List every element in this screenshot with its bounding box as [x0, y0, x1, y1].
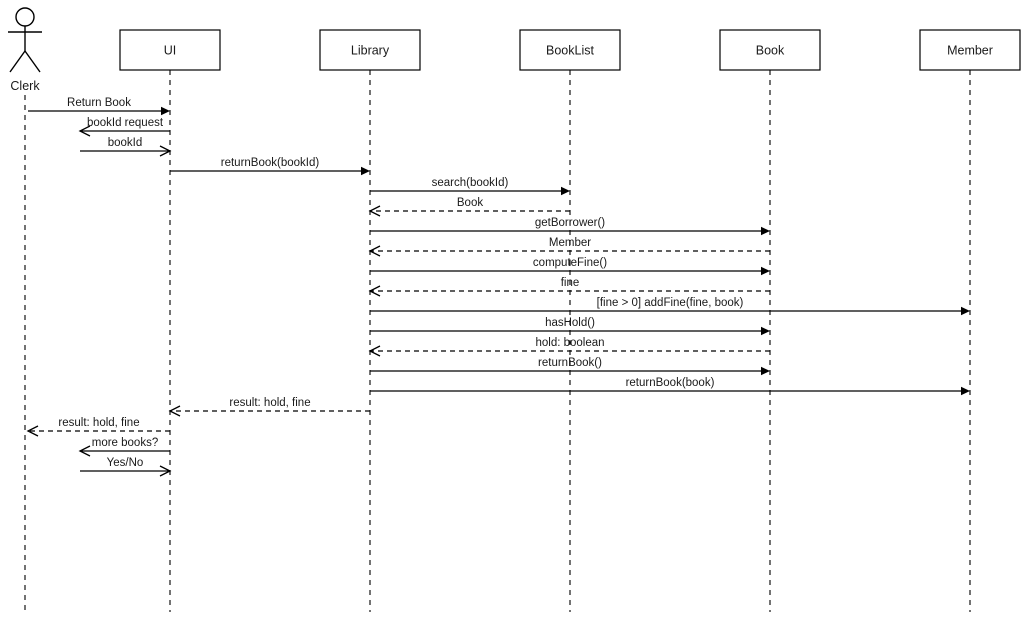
lifeline-library[interactable]: Library	[319, 29, 421, 612]
lifeline-booklist-label: BookList	[546, 43, 594, 57]
message-label-15: returnBook(book)	[626, 377, 715, 389]
message-label-12: hasHold()	[545, 317, 595, 329]
message-label-7: getBorrower()	[535, 217, 605, 229]
arrowhead-open-2	[78, 125, 91, 137]
message-label-4: returnBook(bookId)	[221, 157, 320, 169]
message-label-19: Yes/No	[107, 457, 144, 469]
message-11[interactable]: [fine > 0] addFine(fine, book)	[370, 297, 970, 316]
message-6[interactable]: Book	[368, 197, 570, 217]
message-label-16: result: hold, fine	[229, 397, 310, 409]
message-5[interactable]: search(bookId)	[370, 177, 570, 196]
lifeline-member[interactable]: Member	[919, 29, 1021, 612]
message-14[interactable]: returnBook()	[370, 357, 770, 376]
lifeline-ui-label: UI	[164, 43, 177, 57]
message-13[interactable]: hold: boolean	[368, 337, 770, 357]
arrowhead-filled-7	[761, 226, 770, 236]
message-19[interactable]: Yes/No	[80, 457, 172, 477]
arrowhead-filled-1	[161, 106, 170, 116]
message-label-11: [fine > 0] addFine(fine, book)	[597, 297, 744, 309]
message-2[interactable]: bookId request	[78, 117, 170, 137]
lifeline-booklist[interactable]: BookList	[519, 29, 621, 612]
arrowhead-filled-11	[961, 306, 970, 316]
message-1[interactable]: Return Book	[28, 97, 170, 116]
message-label-18: more books?	[92, 437, 158, 449]
message-9[interactable]: computeFine()	[370, 257, 770, 276]
lifeline-book-label: Book	[756, 43, 785, 57]
message-17[interactable]: result: hold, fine	[26, 417, 170, 437]
arrowhead-filled-12	[761, 326, 770, 336]
message-label-13: hold: boolean	[535, 337, 604, 349]
message-3[interactable]: bookId	[80, 137, 172, 157]
arrowhead-open-16	[168, 405, 181, 417]
message-7[interactable]: getBorrower()	[370, 217, 770, 236]
lifeline-ui-box[interactable]	[119, 29, 221, 71]
message-label-1: Return Book	[67, 97, 131, 109]
arrowhead-filled-4	[361, 166, 370, 176]
arrowhead-filled-5	[561, 186, 570, 196]
arrowhead-open-13	[368, 345, 381, 357]
arrowhead-open-17	[26, 425, 39, 437]
lifeline-booklist-box[interactable]	[519, 29, 621, 71]
actor-clerk-label: Clerk	[10, 79, 40, 93]
arrowhead-open-6	[368, 205, 381, 217]
arrowhead-filled-14	[761, 366, 770, 376]
lifeline-member-label: Member	[947, 43, 993, 57]
message-label-8: Member	[549, 237, 591, 249]
message-label-6: Book	[457, 197, 483, 209]
lifeline-book-box[interactable]	[719, 29, 821, 71]
arrowhead-filled-9	[761, 266, 770, 276]
message-label-14: returnBook()	[538, 357, 602, 369]
arrowhead-filled-15	[961, 386, 970, 396]
message-12[interactable]: hasHold()	[370, 317, 770, 336]
arrowhead-open-18	[78, 445, 91, 457]
actor-right-leg-line	[24, 50, 41, 73]
actor-left-leg-line	[9, 50, 26, 73]
arrowhead-open-19	[159, 465, 172, 477]
message-10[interactable]: fine	[368, 277, 770, 297]
message-label-3: bookId	[108, 137, 143, 149]
message-label-17: result: hold, fine	[58, 417, 139, 429]
lifeline-member-box[interactable]	[919, 29, 1021, 71]
lifeline-library-label: Library	[351, 43, 390, 57]
message-16[interactable]: result: hold, fine	[168, 397, 370, 417]
message-15[interactable]: returnBook(book)	[370, 377, 970, 396]
lifeline-ui[interactable]: UI	[119, 29, 221, 612]
message-label-2: bookId request	[87, 117, 164, 129]
message-label-9: computeFine()	[533, 257, 607, 269]
messages-layer: Return Book bookId request bookId returnBoo…	[26, 97, 970, 477]
actor-clerk[interactable]: Clerk	[8, 7, 42, 612]
message-8[interactable]: Member	[368, 237, 770, 257]
arrowhead-open-10	[368, 285, 381, 297]
arrowhead-open-8	[368, 245, 381, 257]
actor-head-icon	[15, 7, 35, 27]
message-4[interactable]: returnBook(bookId)	[170, 157, 370, 176]
message-18[interactable]: more books?	[78, 437, 170, 457]
message-label-5: search(bookId)	[432, 177, 509, 189]
message-label-10: fine	[561, 277, 580, 289]
lifeline-book[interactable]: Book	[719, 29, 821, 612]
arrowhead-open-3	[159, 145, 172, 157]
